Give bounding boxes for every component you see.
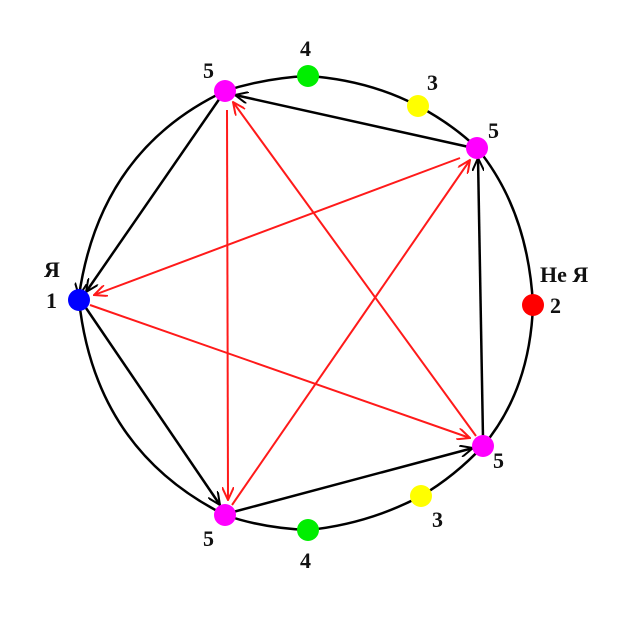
red-arrow-top-left-to-bottom-left — [227, 109, 228, 500]
node-level5-top-right — [466, 137, 488, 159]
arc-yellow-bottom-to-green-bottom — [307, 494, 422, 532]
nodes — [68, 65, 544, 541]
red-arrow-top-right-to-self — [94, 157, 461, 295]
red-arrows — [89, 102, 477, 506]
arc-bottom-left-to-n1 — [77, 299, 226, 517]
outer-circle — [77, 74, 535, 532]
black-arrow-top-right-to-top-left — [235, 95, 470, 149]
node-level4-bottom — [297, 519, 319, 541]
arc-top-right-to-n2 — [476, 147, 535, 306]
node-level5-top-left — [214, 80, 236, 102]
label-level4-top: 4 — [300, 36, 311, 61]
node-level5-bottom-right — [472, 435, 494, 457]
arc-top-left-to-green — [224, 74, 309, 93]
labels: Я 1 Не Я 2 5 4 3 5 5 3 4 5 — [44, 36, 588, 573]
node-self — [68, 289, 90, 311]
label-self-name: Я — [44, 257, 60, 282]
label-level5-bottom-left: 5 — [203, 526, 214, 551]
black-arrow-top-left-to-self — [86, 97, 222, 292]
label-level5-top-left: 5 — [203, 58, 214, 83]
red-arrow-bottom-left-to-top-right — [231, 160, 470, 506]
node-not-self — [522, 294, 544, 316]
black-arrow-bottom-right-to-top-right — [478, 158, 485, 439]
label-not-self-name: Не Я — [540, 262, 588, 287]
red-arrow-bottom-right-to-top-left — [233, 102, 477, 437]
arc-n2-to-bottom-right — [482, 304, 535, 447]
red-arrow-self-to-bottom-right — [89, 304, 470, 438]
arc-green-bottom-to-bottom-left — [224, 513, 309, 532]
black-arrow-self-to-bottom-left — [84, 307, 220, 505]
label-level3-top: 3 — [427, 70, 438, 95]
black-arrow-bottom-left-to-bottom-right — [232, 448, 473, 514]
black-arrows — [79, 89, 485, 514]
node-level3-bottom — [410, 485, 432, 507]
label-not-self-number: 2 — [550, 293, 561, 318]
label-level5-bottom-right: 5 — [493, 448, 504, 473]
black-arrow-top-left-to-self-curved — [79, 89, 226, 296]
label-level4-bottom: 4 — [300, 548, 311, 573]
label-level3-bottom: 3 — [432, 507, 443, 532]
node-level4-top — [297, 65, 319, 87]
arc-green-to-yellow-top — [307, 74, 419, 108]
label-self-number: 1 — [46, 288, 57, 313]
node-level3-top — [407, 95, 429, 117]
label-level5-top-right: 5 — [488, 118, 499, 143]
node-level5-bottom-left — [214, 504, 236, 526]
